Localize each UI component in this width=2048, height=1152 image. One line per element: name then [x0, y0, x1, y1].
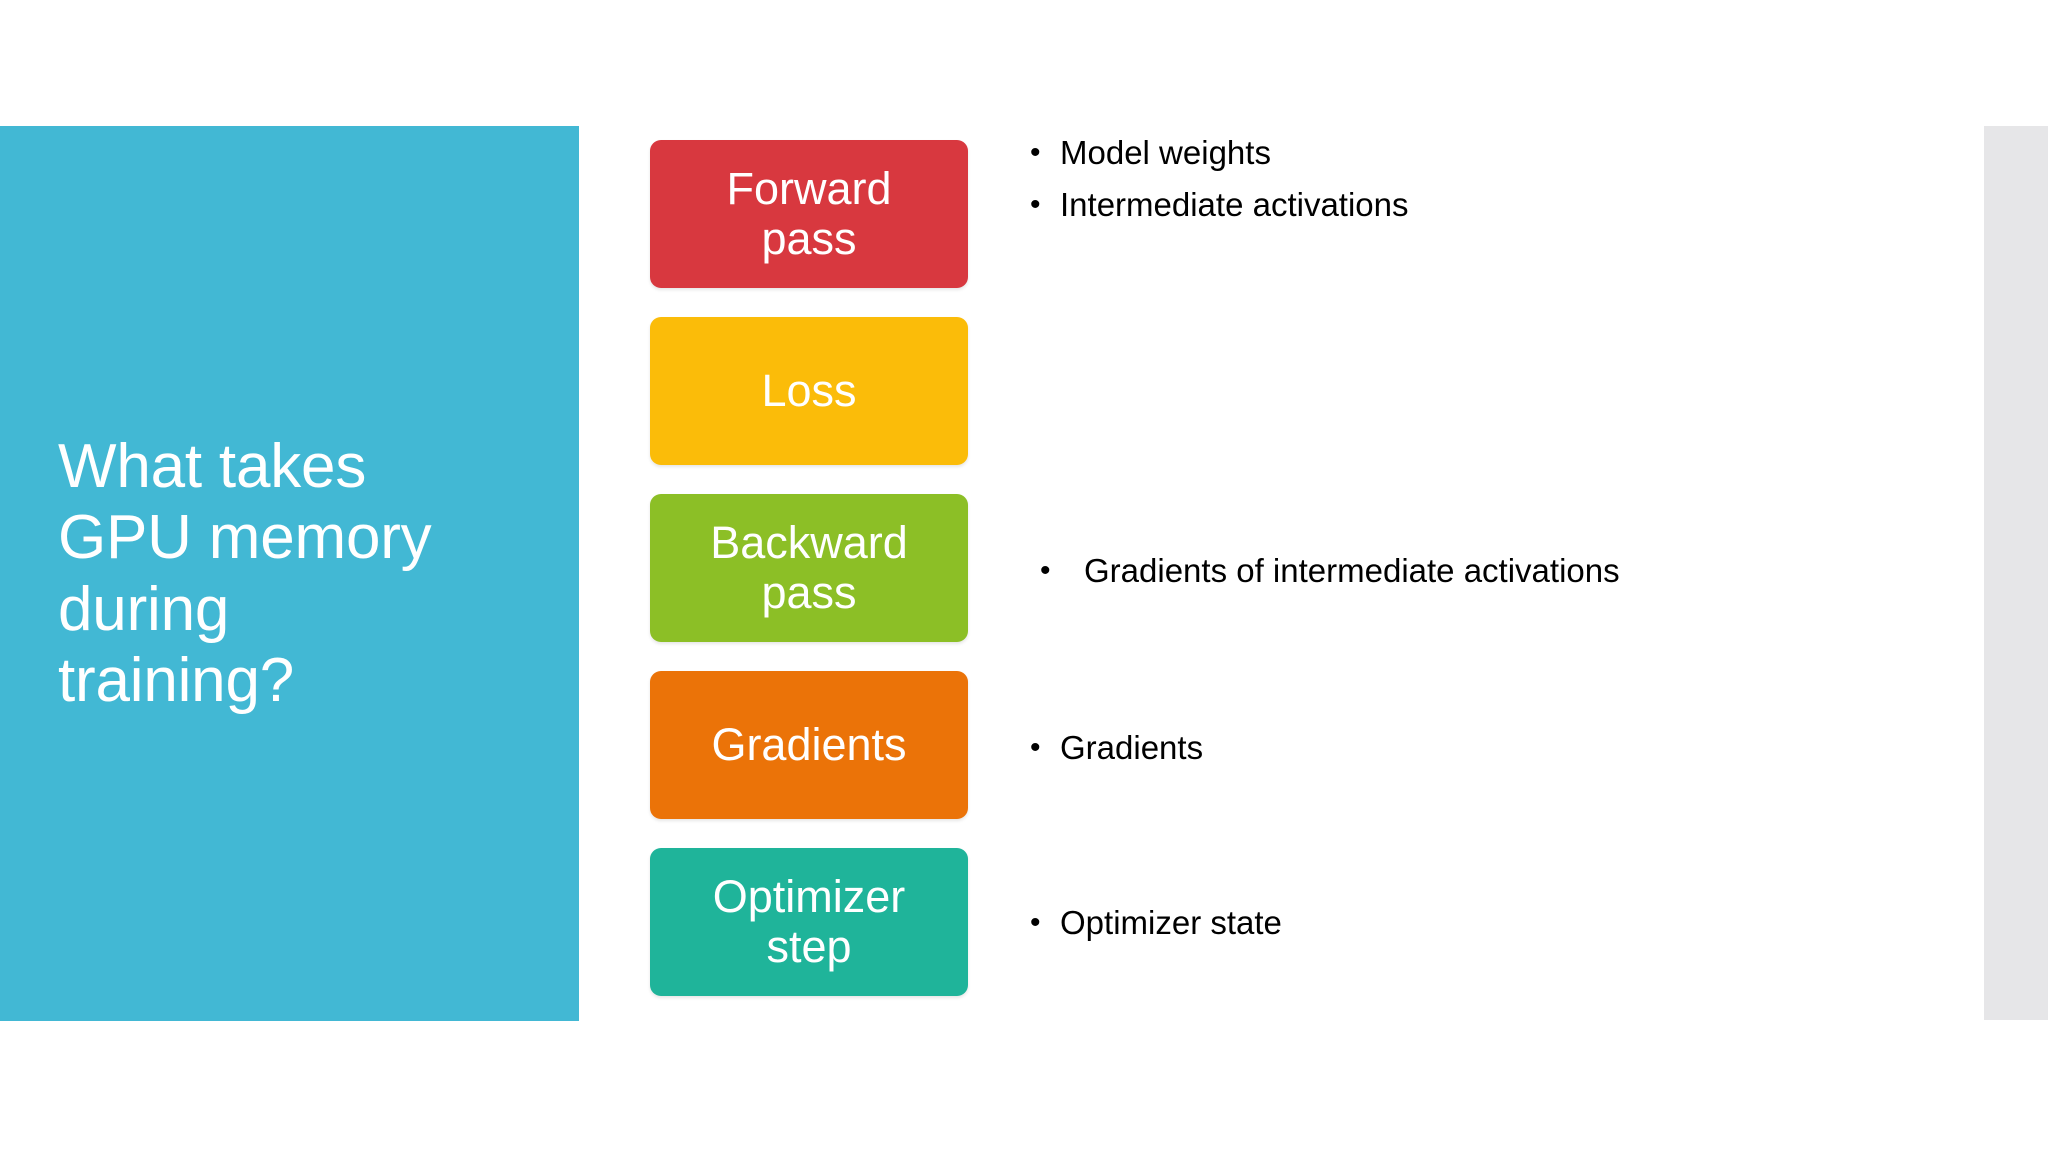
- process-box-label: Backward pass: [710, 516, 908, 618]
- bullet-group-gradients: • Gradients: [1030, 725, 1203, 777]
- bullet-dot-icon: •: [1030, 906, 1041, 939]
- right-edge-strip: [1984, 126, 2048, 1020]
- process-box-gradients[interactable]: Gradients: [650, 671, 968, 819]
- bullet-label: Gradients: [1060, 729, 1204, 766]
- bullet-dot-icon: •: [1040, 554, 1051, 587]
- bullet-group-forward-pass: • Model weights • Intermediate activatio…: [1030, 130, 1409, 234]
- bullet-dot-icon: •: [1030, 136, 1041, 169]
- process-box-backward-pass[interactable]: Backward pass: [650, 494, 968, 642]
- list-item: • Intermediate activations: [1030, 182, 1409, 228]
- process-box-label: Optimizer step: [712, 870, 906, 972]
- list-item: • Gradients: [1030, 725, 1203, 771]
- process-flow-column: Forward pass Loss Backward pass Gradient…: [650, 140, 968, 1025]
- process-box-forward-pass[interactable]: Forward pass: [650, 140, 968, 288]
- bullet-label: Model weights: [1060, 134, 1271, 171]
- list-item: • Optimizer state: [1030, 900, 1282, 946]
- bullet-dot-icon: •: [1030, 731, 1041, 764]
- bullet-group-backward-pass: • Gradients of intermediate activations: [1040, 548, 1620, 600]
- process-box-optimizer-step[interactable]: Optimizer step: [650, 848, 968, 996]
- bullet-label: Intermediate activations: [1060, 186, 1409, 223]
- process-box-label: Forward pass: [726, 162, 892, 264]
- bullet-label: Optimizer state: [1060, 904, 1282, 941]
- process-box-label: Loss: [761, 364, 857, 416]
- list-item: • Gradients of intermediate activations: [1040, 548, 1620, 594]
- process-box-loss[interactable]: Loss: [650, 317, 968, 465]
- process-box-label: Gradients: [711, 718, 907, 770]
- bullet-group-optimizer-step: • Optimizer state: [1030, 900, 1282, 952]
- page-title: What takes GPU memory during training?: [58, 431, 432, 715]
- list-item: • Model weights: [1030, 130, 1409, 176]
- bullet-label: Gradients of intermediate activations: [1084, 552, 1620, 589]
- bullet-dot-icon: •: [1030, 188, 1041, 221]
- title-panel: What takes GPU memory during training?: [0, 126, 579, 1021]
